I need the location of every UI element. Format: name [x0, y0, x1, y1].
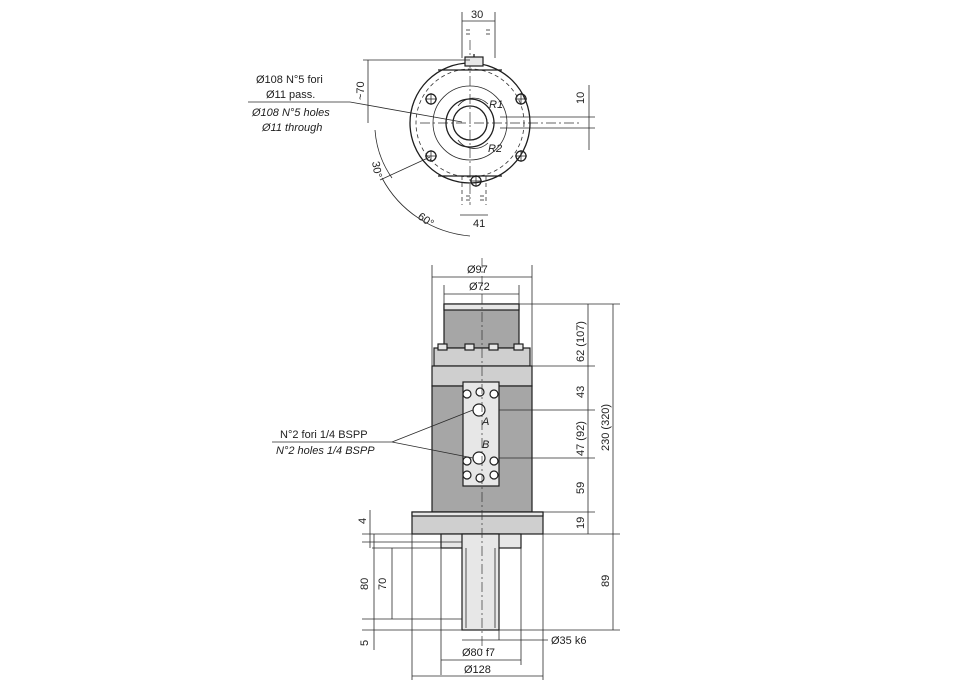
- angle-arc-30: [374, 129, 393, 179]
- holes-label-it-1: Ø108 N°5 fori: [256, 74, 323, 86]
- port-b-label: B: [482, 439, 489, 451]
- dim-10: 10: [575, 92, 587, 104]
- rotation-arrow-r2: [457, 139, 489, 149]
- port-a-hole: [472, 403, 486, 417]
- dim-5: 5: [359, 640, 371, 646]
- dim-47: 47 (92): [575, 421, 587, 456]
- dim-70-side: 70: [377, 578, 389, 590]
- ports-leader-b: [391, 441, 474, 459]
- dim-4: 4: [357, 518, 369, 524]
- rotation-arrow-r1: [457, 97, 489, 107]
- dim-59: 59: [575, 482, 587, 494]
- dim-43: 43: [575, 386, 587, 398]
- dim-70: ~70: [355, 81, 367, 100]
- bolt-circle: [415, 68, 525, 178]
- angle-arc-60: [381, 177, 471, 237]
- dia-80: Ø80 f7: [462, 647, 495, 659]
- port-plate: [462, 381, 500, 487]
- dia-72: Ø72: [469, 281, 490, 293]
- dim-19: 19: [575, 517, 587, 529]
- top-cap: [443, 303, 520, 349]
- top-port: [464, 56, 484, 67]
- body-circle: [432, 85, 508, 161]
- top-view: R1 R2 30 ~70 10 41 30° 60° Ø108 N°5 fori…: [248, 9, 595, 237]
- dia-97: Ø97: [467, 264, 488, 276]
- ports-label-en: N°2 holes 1/4 BSPP: [276, 445, 375, 457]
- dim-62: 62 (107): [575, 321, 587, 362]
- dia-35: Ø35 k6: [551, 635, 586, 647]
- dim-30: 30: [471, 9, 483, 21]
- dia-128: Ø128: [464, 664, 491, 676]
- ports-label-it: N°2 fori 1/4 BSPP: [280, 429, 368, 441]
- dim-89: 89: [600, 575, 612, 587]
- angle-60: 60°: [415, 211, 436, 230]
- bore-outer-circle: [445, 98, 495, 148]
- label-r2: R2: [488, 143, 502, 155]
- ports-leader-a: [391, 409, 474, 443]
- port-b-hole: [472, 451, 486, 465]
- collar-bolts: [437, 343, 524, 351]
- dim-230: 230 (320): [600, 404, 612, 451]
- port-a-label: A: [481, 416, 489, 428]
- angle-30: 30°: [369, 160, 384, 178]
- bolt-holes: [425, 93, 527, 187]
- output-shaft: [461, 533, 500, 631]
- right-dimensions: [499, 303, 620, 631]
- label-r1: R1: [489, 99, 503, 111]
- holes-label-it-2: Ø11 pass.: [266, 89, 315, 101]
- side-view: A B Ø97 Ø72 62 (: [272, 258, 620, 680]
- holes-label-en-1: Ø108 N°5 holes: [251, 107, 330, 119]
- holes-label-en-2: Ø11 through: [261, 122, 322, 134]
- holes-leader: [349, 101, 463, 123]
- dim-80: 80: [359, 578, 371, 590]
- dim-41: 41: [473, 218, 485, 230]
- port-plate-screws: [462, 387, 499, 483]
- bore-inner-circle: [452, 105, 488, 141]
